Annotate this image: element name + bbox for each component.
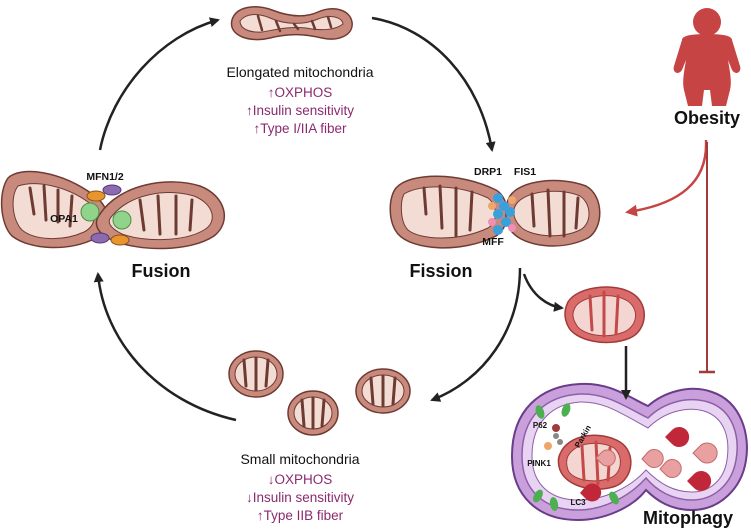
protein-fis1: FIS1 [513,166,537,178]
fusion-mitochondria [0,170,225,250]
small-title: Small mitochondria [240,451,360,467]
elongated-effect-insulin: ↑Insulin sensitivity [245,103,355,118]
protein-pink1: PINK1 [527,459,551,468]
protein-lc3: LC3 [570,498,586,507]
protein-p62: P62 [532,421,548,430]
elongated-title: Elongated mitochondria [226,64,374,80]
fusion-label: Fusion [131,261,191,281]
arrow-fusion-to-elongated [98,17,220,151]
elongated-effect-fiber: ↑Type I/IIA fiber [253,121,347,136]
arrow-elongated-to-fission [371,16,496,152]
protein-drp1: DRP1 [473,166,502,178]
obesity-label: Obesity [673,108,741,128]
arrow-small-to-fusion [93,272,237,422]
small-mito-3 [355,368,411,414]
arrow-obesity-to-fission [625,139,708,217]
small-effect-oxphos: ↓OXPHOS [267,472,333,487]
arrow-fission-to-damaged [522,273,564,312]
small-mitochondria [228,350,411,436]
protein-opa1: OPA1 [50,213,78,225]
elongated-effect-oxphos: ↑OXPHOS [267,85,333,100]
small-effect-fiber: ↑Type IIB fiber [256,508,344,523]
fission-label: Fission [409,261,473,281]
arrow-fission-to-small [430,267,522,402]
mitophagy-label: Mitophagy [643,508,733,528]
small-mito-2 [287,390,339,436]
person-icon [673,8,741,106]
small-mito-1 [228,350,284,398]
protein-mff: MFF [482,236,504,248]
protein-mfn12: MFN1/2 [86,171,124,183]
mitophagosome [510,382,748,522]
fission-mitochondria [389,175,601,249]
small-effect-insulin: ↓Insulin sensitivity [245,490,355,505]
damaged-mitochondrion [564,286,645,344]
elongated-mitochondrion [230,6,353,41]
